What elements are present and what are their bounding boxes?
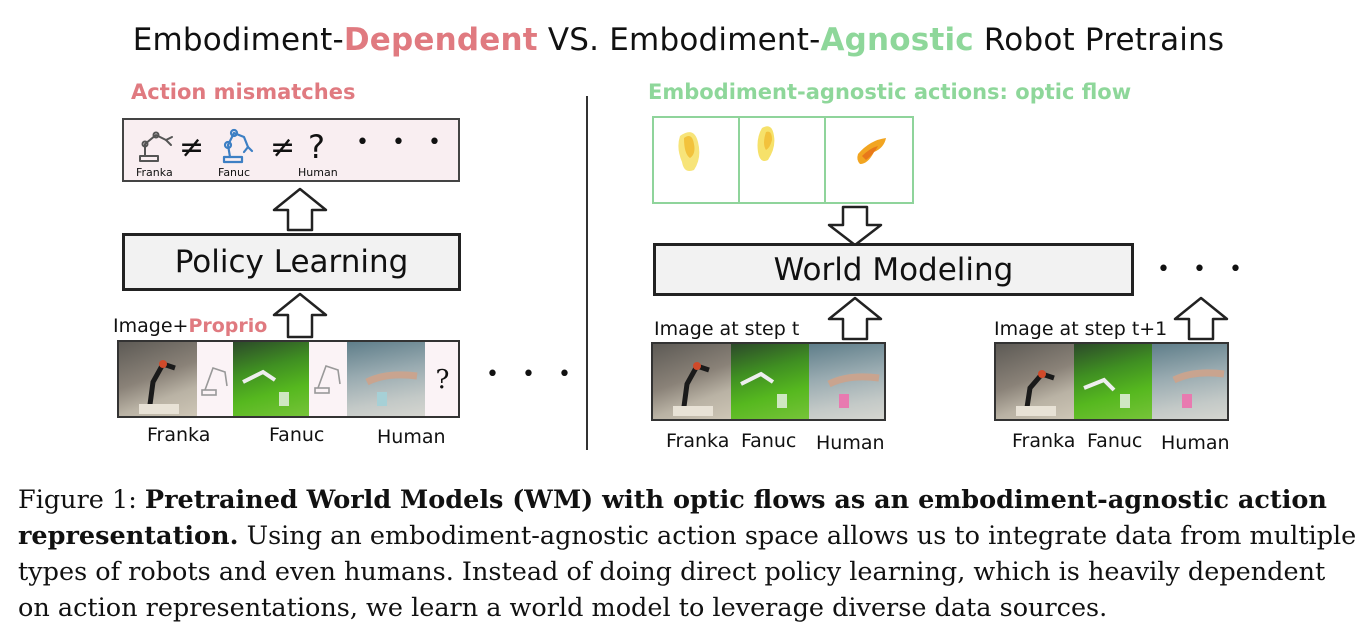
down-arrow-icon [827,205,883,247]
step-t1-col-label-fanuc: Fanuc [1087,430,1143,452]
optic-flow-box [652,116,914,204]
mismatch-ellipsis: • • • [356,130,449,155]
fanuc-proprio-sketch [309,342,347,416]
action-mismatch-heading: Action mismatches [131,80,356,104]
franka-proprio-sketch [197,342,233,416]
figure-title: Embodiment-Dependent VS. Embodiment-Agno… [0,22,1357,58]
franka-photo [653,344,731,419]
human-question-mark: ? [308,128,325,166]
caption-line-2-text: Using an embodiment-agnostic action spac… [238,521,1357,551]
human-icon-label: Human [298,166,338,179]
caption-line-3: types of robots and even humans. Instead… [18,557,1326,587]
robot-sketch-icon [201,366,228,396]
franka-photo [119,342,197,416]
franka-icon-label: Franka [136,166,173,179]
title-dependent: Dependent [343,22,538,58]
human-photo [1152,344,1227,419]
input-label: Image+Proprio [113,315,267,337]
human-proprio-unknown: ? [425,342,458,416]
left-image-strip: ? [117,340,460,418]
title-part-1: Embodiment- [132,22,344,58]
step-t1-col-label-franka: Franka [1012,430,1076,452]
step-t-col-label-fanuc: Fanuc [741,430,797,452]
policy-learning-box: Policy Learning [122,233,461,291]
fanuc-photo [233,342,309,416]
world-modeling-ellipsis: • • • [1157,257,1250,282]
title-part-5: Robot Pretrains [973,22,1225,58]
proprio-label: Proprio [188,315,268,337]
title-part-3: VS. Embodiment- [537,22,821,58]
step-t1-label: Image at step t+1 [994,318,1168,340]
up-arrow-icon [1173,296,1229,341]
step-t1-image-strip [994,342,1229,421]
robot-sketch-icon [314,364,341,394]
franka-robot-icon [139,131,173,162]
caption-bold-title: Pretrained World Models (WM) with optic … [144,485,1327,515]
title-agnostic: Agnostic [820,22,974,58]
step-t-label: Image at step t [654,318,800,340]
world-modeling-box: World Modeling [653,243,1134,296]
human-photo [347,342,425,416]
caption-line-4: on action representations, we learn a wo… [18,593,1108,623]
optic-flow-franka [654,118,740,202]
fanuc-photo [731,344,809,419]
caption-line-2: representation. Using an embodiment-agno… [18,518,1356,554]
optic-flow-human [826,118,912,202]
left-col-label-human: Human [377,426,446,448]
human-photo [809,344,884,419]
panel-divider [586,96,588,450]
figure-caption: Figure 1: Pretrained World Models (WM) w… [18,482,1356,626]
caption-line-1: Figure 1: Pretrained World Models (WM) w… [18,482,1342,518]
not-equal-symbol-2: ≠ [270,130,296,165]
left-col-label-fanuc: Fanuc [269,424,325,446]
step-t1-col-label-human: Human [1161,432,1230,454]
action-mismatch-box: Franka ≠ Fanuc ≠ ? Human • • • [122,118,460,182]
fanuc-robot-icon [222,128,254,164]
step-t-col-label-franka: Franka [666,430,730,452]
step-t-image-strip [651,342,886,421]
step-t-col-label-human: Human [816,432,885,454]
fanuc-icon-label: Fanuc [218,166,251,179]
left-strip-ellipsis: • • • [486,362,579,387]
caption-figure-number: Figure 1: [18,485,145,515]
not-equal-symbol-1: ≠ [179,130,205,165]
caption-bold-title-end: representation. [18,521,239,551]
optic-flow-heading: Embodiment-agnostic actions: optic flow [648,80,1132,104]
optic-flow-fanuc [740,118,826,202]
franka-photo [996,344,1074,419]
left-col-label-franka: Franka [147,424,211,446]
up-arrow-icon [272,292,328,339]
image-label: Image+ [113,315,189,337]
up-arrow-icon [827,296,883,341]
fanuc-photo [1074,344,1152,419]
up-arrow-icon [272,187,328,232]
